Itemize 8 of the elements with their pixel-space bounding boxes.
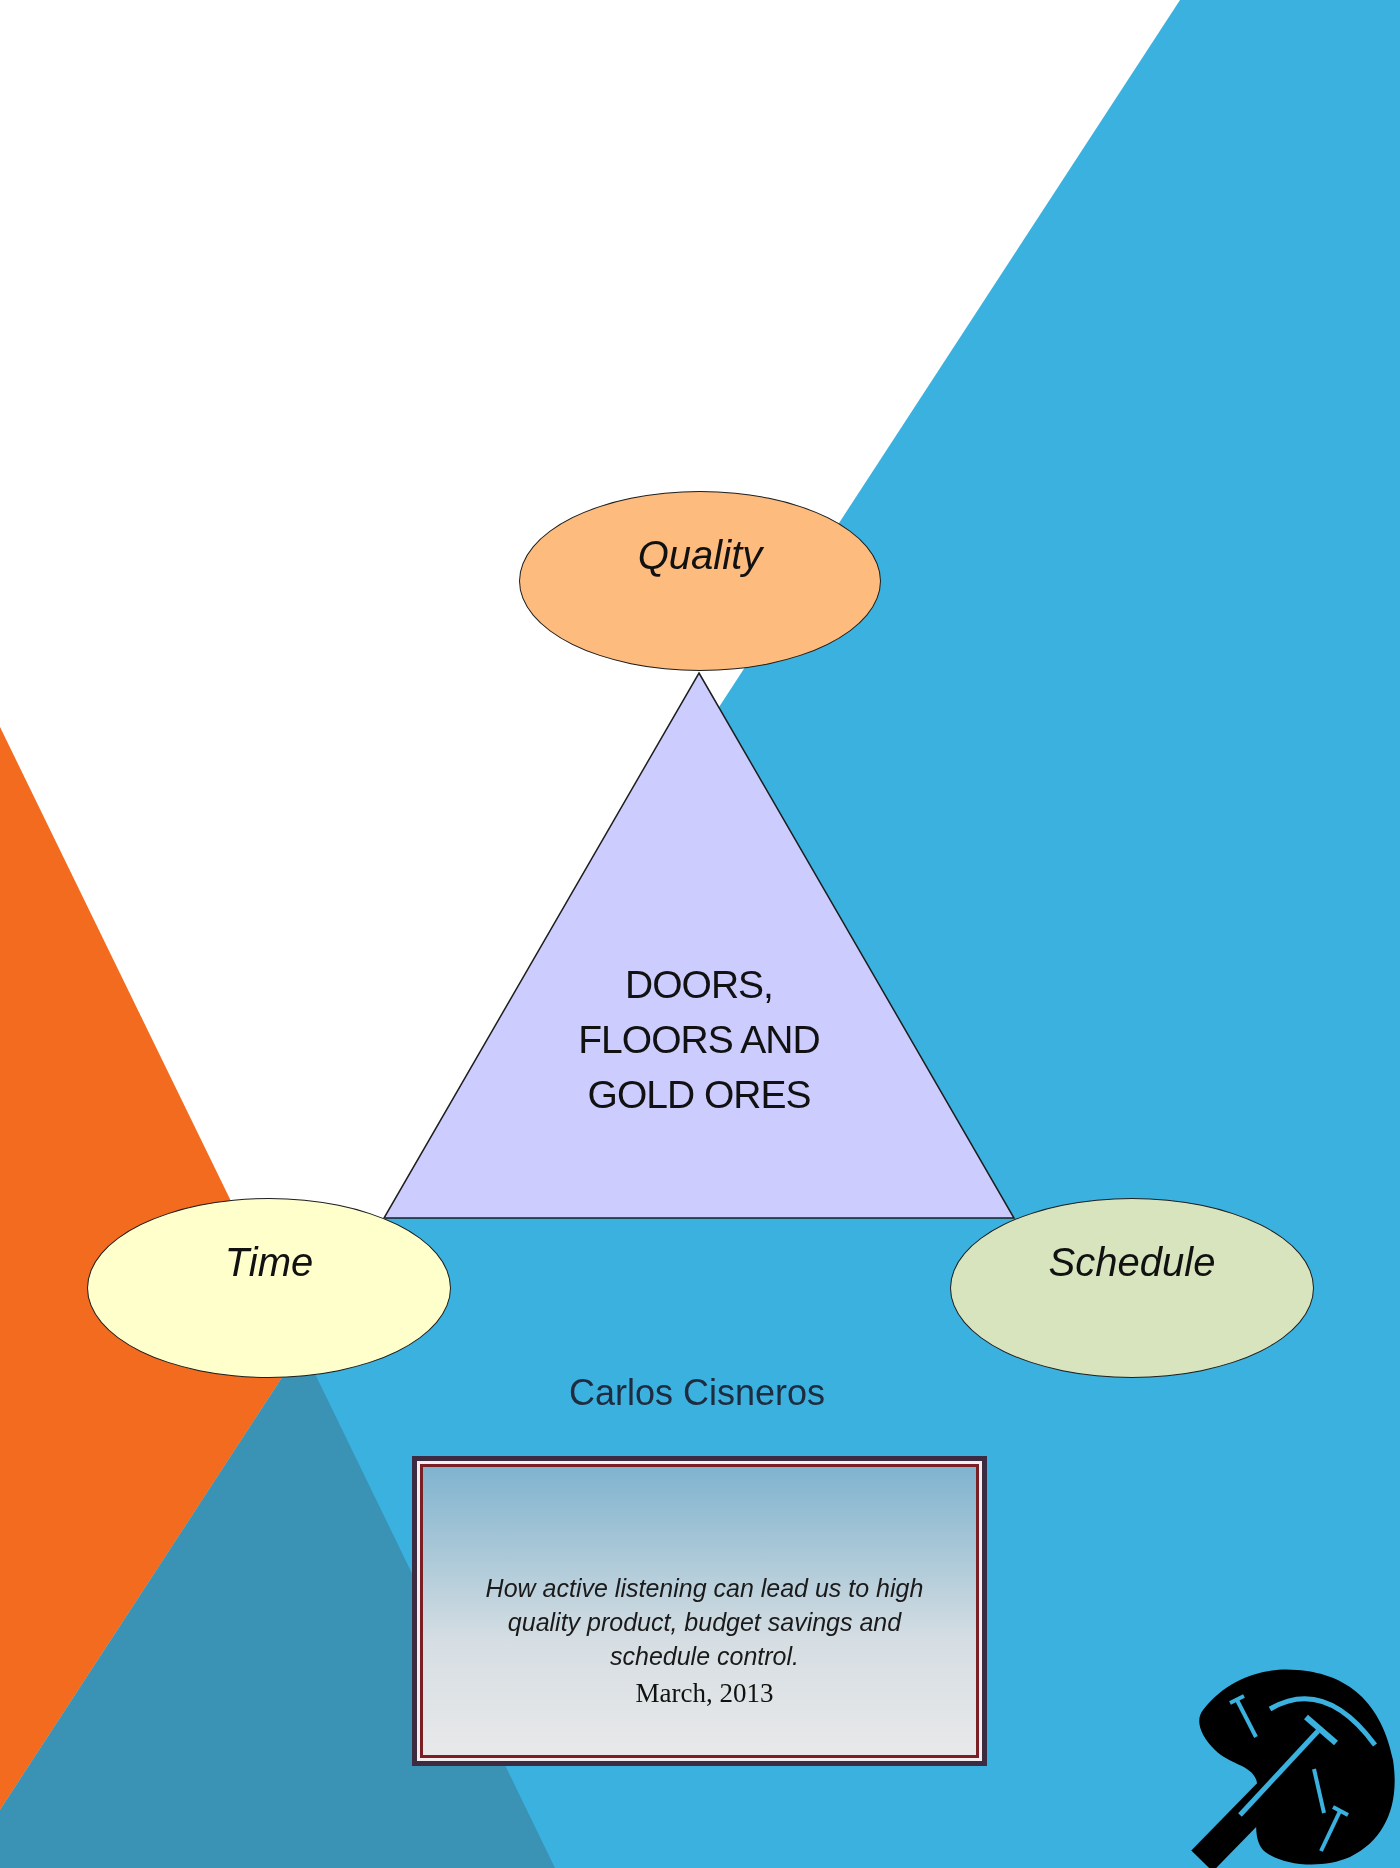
description-text: How active listening can lead us to high quality product, budget savings and schedule control. <box>484 1573 925 1672</box>
author-name: Carlos Cisneros <box>568 1371 826 1415</box>
ellipse-label: Schedule <box>1048 1239 1216 1285</box>
date-text: March, 2013 <box>635 1677 774 1710</box>
ellipse-label: Time <box>224 1239 314 1285</box>
triangle-label: DOORS, FLOORS AND GOLD ORES <box>577 962 821 1118</box>
framed-box <box>412 1456 987 1766</box>
ellipse-label: Quality <box>637 532 763 578</box>
